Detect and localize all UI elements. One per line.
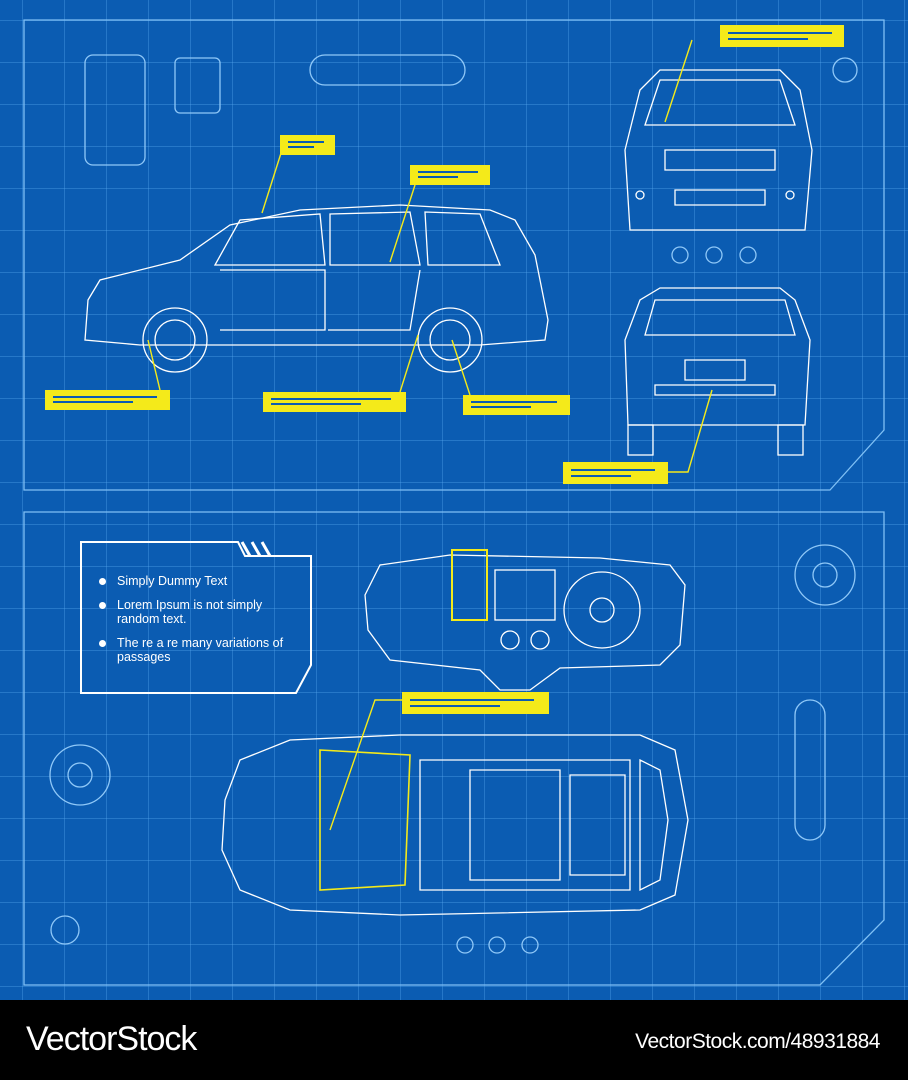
rear-view-car xyxy=(624,287,811,456)
top-panel-frame xyxy=(23,19,885,491)
info-bullet: Lorem Ipsum is not simply random text. xyxy=(99,598,287,626)
callout-label-roof xyxy=(280,135,335,155)
bottom-panel-frame xyxy=(23,511,885,986)
callout-label-dashboard xyxy=(402,692,549,714)
dashboard-drawing xyxy=(364,549,686,691)
callout-label-rear xyxy=(563,462,668,484)
vectorstock-logo: VectorStock xyxy=(26,1020,197,1058)
callout-label-seat xyxy=(410,165,490,185)
footer-bar: VectorStock VectorStock.com/48931884 xyxy=(0,1000,908,1080)
image-url: VectorStock.com/48931884 xyxy=(635,1030,880,1053)
callout-label-sill xyxy=(263,392,406,412)
top-view-car xyxy=(221,734,689,916)
info-bullet: The re a re many variations of passages xyxy=(99,636,292,664)
front-view-car xyxy=(624,69,813,231)
info-bullet: Simply Dummy Text xyxy=(99,574,311,588)
callout-label-rear-wheel xyxy=(463,395,570,415)
info-box-frame xyxy=(80,541,312,694)
blueprint-drawing xyxy=(23,19,885,986)
callout-label-front-wheel xyxy=(45,390,170,410)
callout-lines xyxy=(147,39,713,831)
side-view-car xyxy=(84,204,549,373)
info-box: Simply Dummy Text Lorem Ipsum is not sim… xyxy=(81,556,311,694)
crosshair-decorations xyxy=(49,54,858,954)
callout-label-windshield xyxy=(720,25,844,47)
